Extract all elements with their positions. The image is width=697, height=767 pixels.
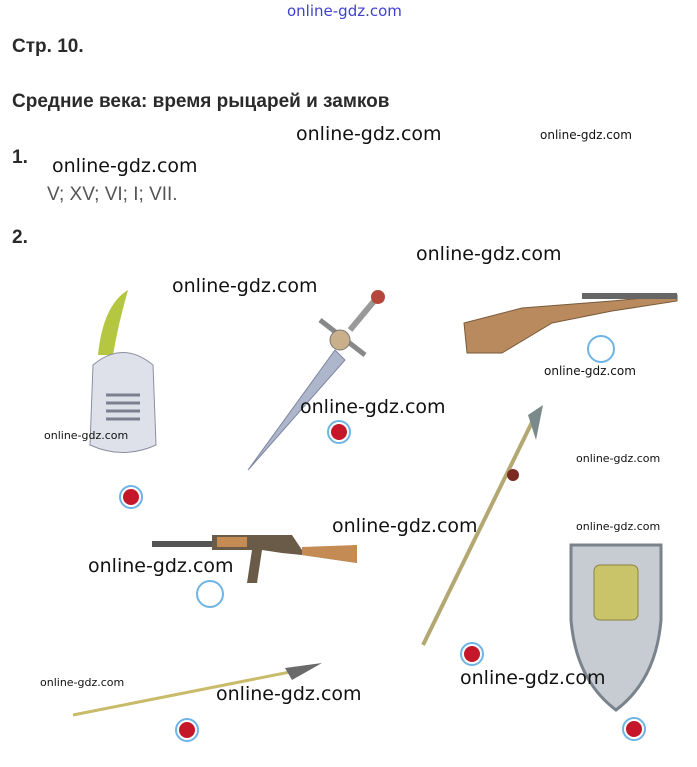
rifle-image (463, 293, 678, 354)
spear-image (72, 663, 322, 717)
watermark: online-gdz.com (216, 683, 362, 705)
watermark: online-gdz.com (460, 667, 606, 689)
shield-image (569, 543, 663, 712)
rifle-answer-mark[interactable] (587, 335, 615, 363)
task1-number: 1. (12, 147, 28, 168)
sword-image (247, 290, 385, 471)
halberd-answer-mark[interactable] (460, 642, 484, 666)
sword-answer-mark[interactable] (327, 420, 351, 444)
watermark: online-gdz.com (44, 429, 129, 442)
shield-answer-mark[interactable] (622, 717, 646, 741)
watermark: online-gdz.com (416, 243, 562, 265)
page-label: Стр. 10. (12, 36, 84, 57)
watermark: online-gdz.com (300, 396, 446, 418)
assault-rifle-answer-mark[interactable] (196, 580, 224, 608)
task2-number: 2. (12, 227, 28, 248)
watermark: online-gdz.com (540, 128, 632, 142)
watermark: online-gdz.com (544, 364, 636, 378)
watermark: online-gdz.com (40, 676, 125, 689)
halberd-image (421, 405, 543, 646)
page-title: Средние века: время рыцарей и замков (12, 91, 390, 112)
spear-answer-mark[interactable] (175, 718, 199, 742)
watermark: online-gdz.com (576, 452, 661, 465)
helmet-image (89, 290, 157, 453)
watermark: online-gdz.com (576, 520, 661, 533)
watermark: online-gdz.com (296, 123, 442, 145)
watermark: online-gdz.com (172, 275, 318, 297)
task1-answer: V; XV; VI; I; VII. (47, 184, 178, 205)
watermark: online-gdz.com (52, 155, 198, 177)
assault-rifle-image (152, 535, 357, 583)
watermark: online-gdz.com (88, 555, 234, 577)
watermark: online-gdz.com (332, 515, 478, 537)
helmet-answer-mark[interactable] (119, 485, 143, 509)
top-watermark: online-gdz.com (287, 2, 402, 20)
